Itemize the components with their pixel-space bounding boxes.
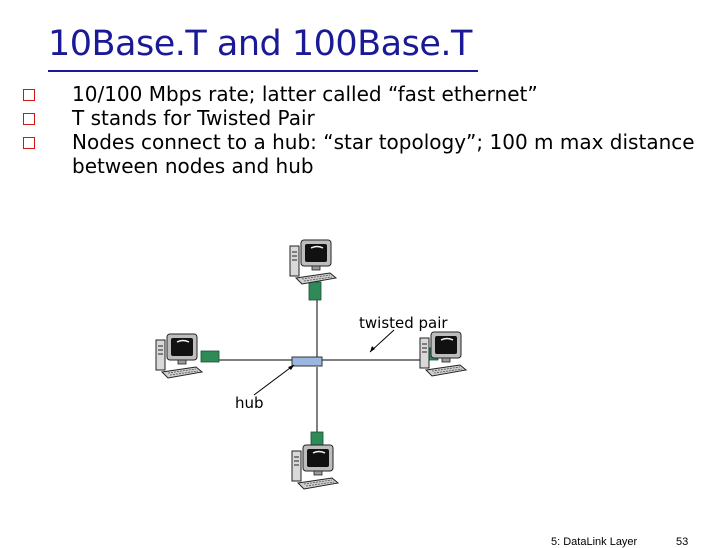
bullet-list: 10/100 Mbps rate; latter called “fast et… <box>22 82 702 178</box>
bullet-item: 10/100 Mbps rate; latter called “fast et… <box>22 82 702 106</box>
computer-bottom-icon <box>291 444 339 490</box>
bullet-marker-icon <box>23 113 35 125</box>
hub-icon <box>291 356 323 367</box>
bullet-text: Nodes connect to a hub: “star topology”;… <box>72 130 695 178</box>
connector-top <box>308 281 322 301</box>
title-underline <box>48 70 478 72</box>
footer-section: 5: DataLink Layer <box>551 536 638 548</box>
bullet-text: 10/100 Mbps rate; latter called “fast et… <box>72 82 538 106</box>
slide-title: 10Base.T and 100Base.T <box>48 24 472 64</box>
bullet-text: T stands for Twisted Pair <box>72 106 315 130</box>
bullet-marker-icon <box>23 137 35 149</box>
computer-top-icon <box>289 239 337 285</box>
twisted-pair-label: twisted pair <box>359 314 448 332</box>
connector-left <box>200 350 220 363</box>
bullet-item: Nodes connect to a hub: “star topology”;… <box>22 130 702 178</box>
page-number: 53 <box>676 536 689 548</box>
computer-left-icon <box>155 333 203 379</box>
bullet-marker-icon <box>23 89 35 101</box>
computer-right-icon <box>419 331 467 377</box>
bullet-item: T stands for Twisted Pair <box>22 106 702 130</box>
hub-label: hub <box>235 394 264 412</box>
